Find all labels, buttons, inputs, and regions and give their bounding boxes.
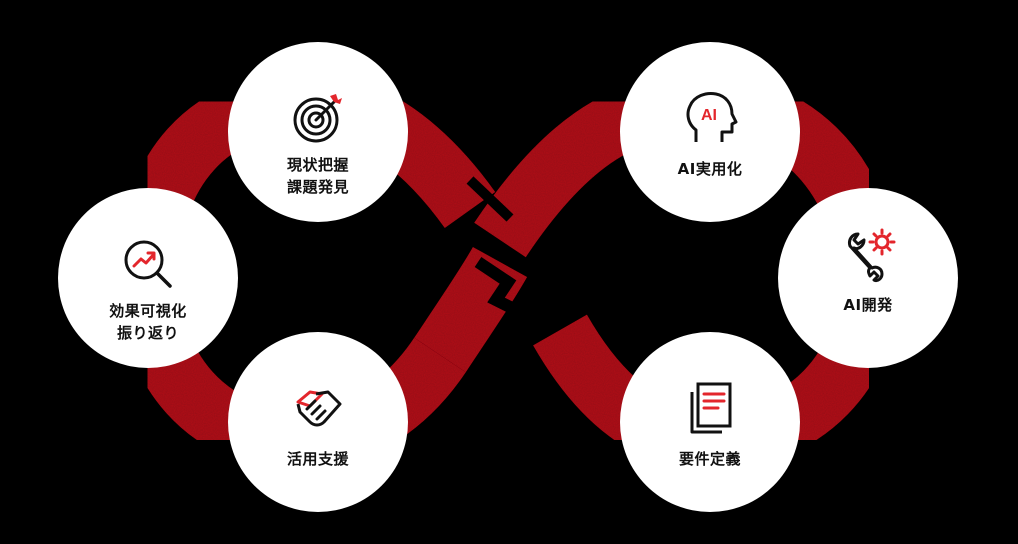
documents-icon	[690, 382, 732, 434]
node-ai-development: AI開発	[778, 188, 958, 368]
label-line-1: 活用支援	[286, 450, 349, 468]
handshake-icon	[296, 390, 342, 427]
magnifier-chart-icon	[124, 240, 172, 288]
label-line-1: 効果可視化	[109, 302, 187, 320]
target-arrow-icon	[293, 94, 342, 143]
node-utilization-support: 活用支援	[228, 332, 408, 512]
loop-gap	[466, 176, 514, 222]
label-line-2: 課題発見	[286, 178, 349, 196]
node-label: 要件定義	[630, 448, 790, 470]
node-current-analysis: 現状把握 課題発見	[228, 42, 408, 222]
node-label: AI実用化	[630, 158, 790, 180]
node-requirements-definition: 要件定義	[620, 332, 800, 512]
node-ai-practical-use: AI AI実用化	[620, 42, 800, 222]
label-line-2: 振り返り	[116, 324, 179, 342]
node-effect-visualization: 効果可視化 振り返り	[58, 188, 238, 368]
label-line-1: 現状把握	[286, 156, 349, 174]
node-label: AI開発	[788, 294, 948, 316]
ai-head-icon: AI	[686, 92, 738, 142]
ai-icon-text: AI	[701, 107, 717, 124]
loop-cut	[474, 257, 531, 322]
wrench-gear-icon	[848, 228, 896, 282]
node-label: 効果可視化 振り返り	[68, 300, 228, 344]
label-line-1: AI開発	[843, 296, 893, 314]
label-line-1: AI実用化	[677, 160, 743, 178]
node-label: 現状把握 課題発見	[238, 154, 398, 198]
node-label: 活用支援	[238, 448, 398, 470]
label-line-1: 要件定義	[678, 450, 741, 468]
